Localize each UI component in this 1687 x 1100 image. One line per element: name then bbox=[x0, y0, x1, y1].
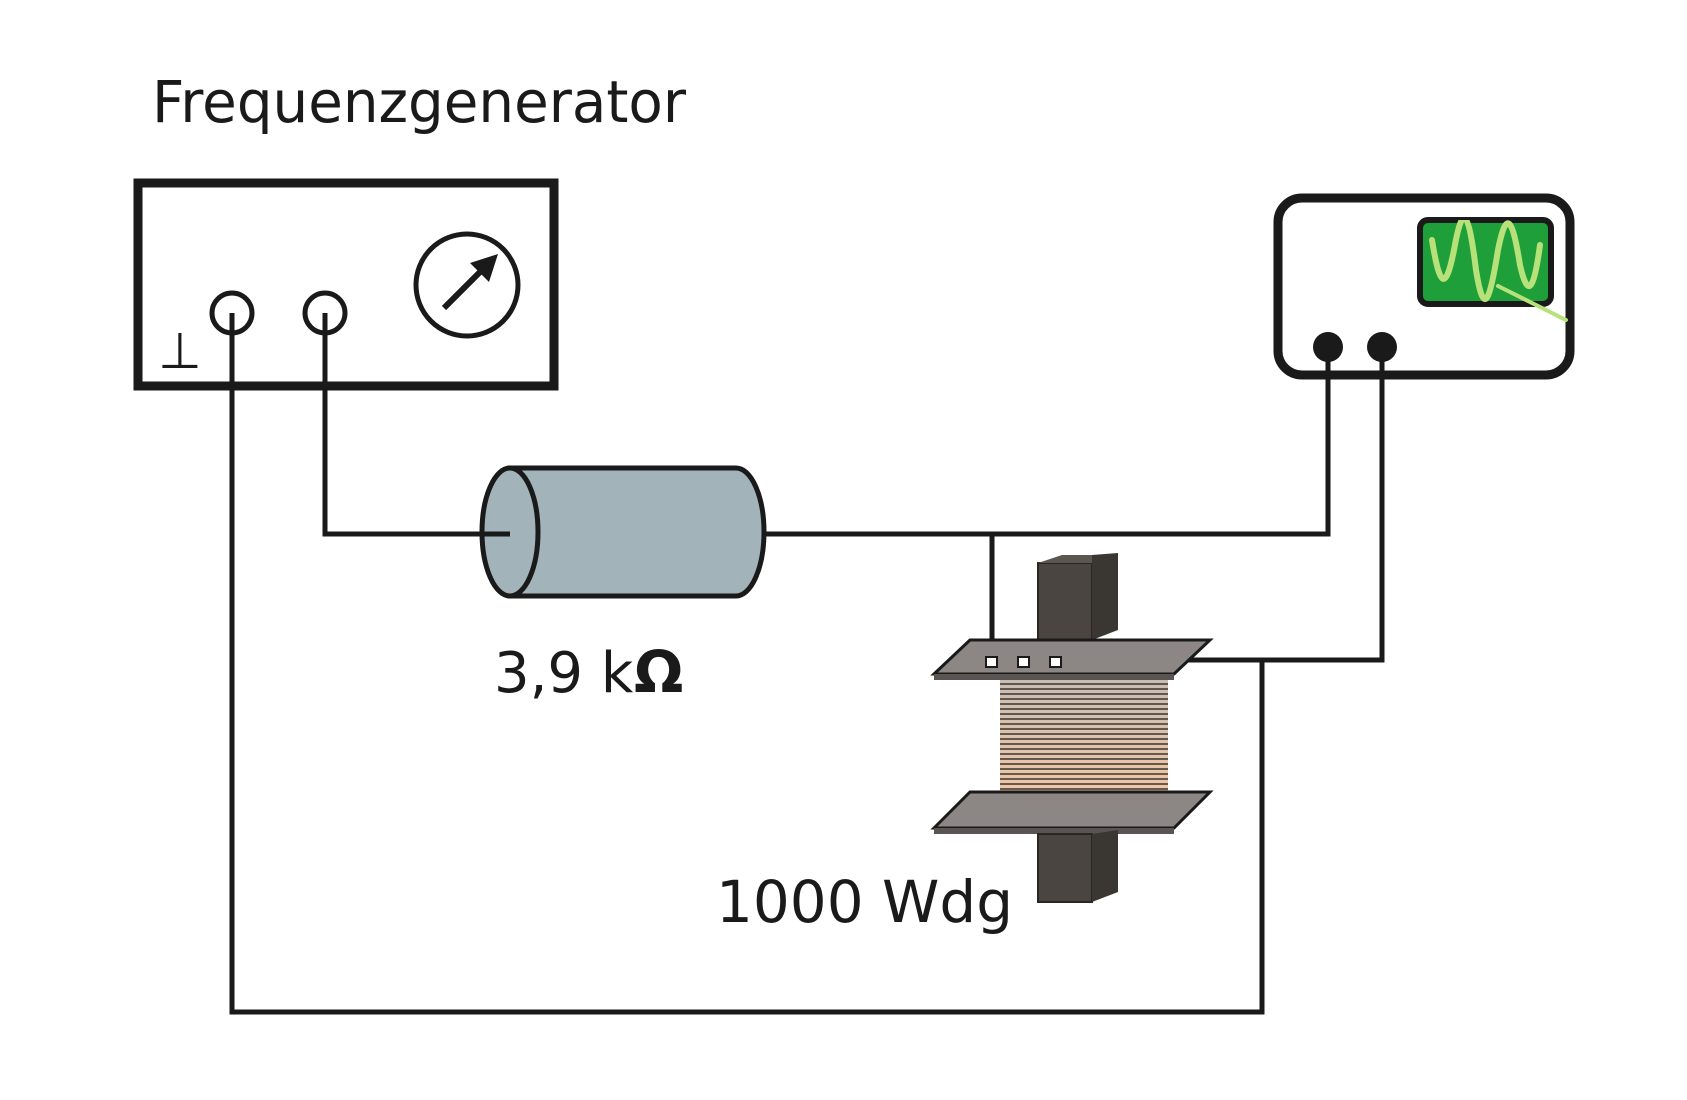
wire-resistor-to-oscilloscope bbox=[762, 347, 1331, 537]
resistor-label: 3,9 k bbox=[494, 641, 634, 706]
wire-ground-return bbox=[229, 313, 1265, 1015]
frequency-generator: ⊥ bbox=[133, 178, 559, 391]
ground-symbol: ⊥ bbox=[158, 322, 202, 380]
generator-label: Frequenzgenerator bbox=[152, 68, 686, 136]
meter-arrow-icon bbox=[413, 231, 521, 339]
wire-generator-to-resistor bbox=[322, 313, 510, 537]
oscilloscope-screen-icon bbox=[1417, 217, 1568, 322]
iron-core-coil-icon bbox=[930, 553, 1214, 903]
ohm-symbol: Ω bbox=[634, 638, 683, 706]
oscilloscope bbox=[1273, 193, 1575, 380]
cylinder-resistor-icon bbox=[479, 465, 870, 599]
coil-label: 1000 Wdg bbox=[716, 868, 1013, 936]
